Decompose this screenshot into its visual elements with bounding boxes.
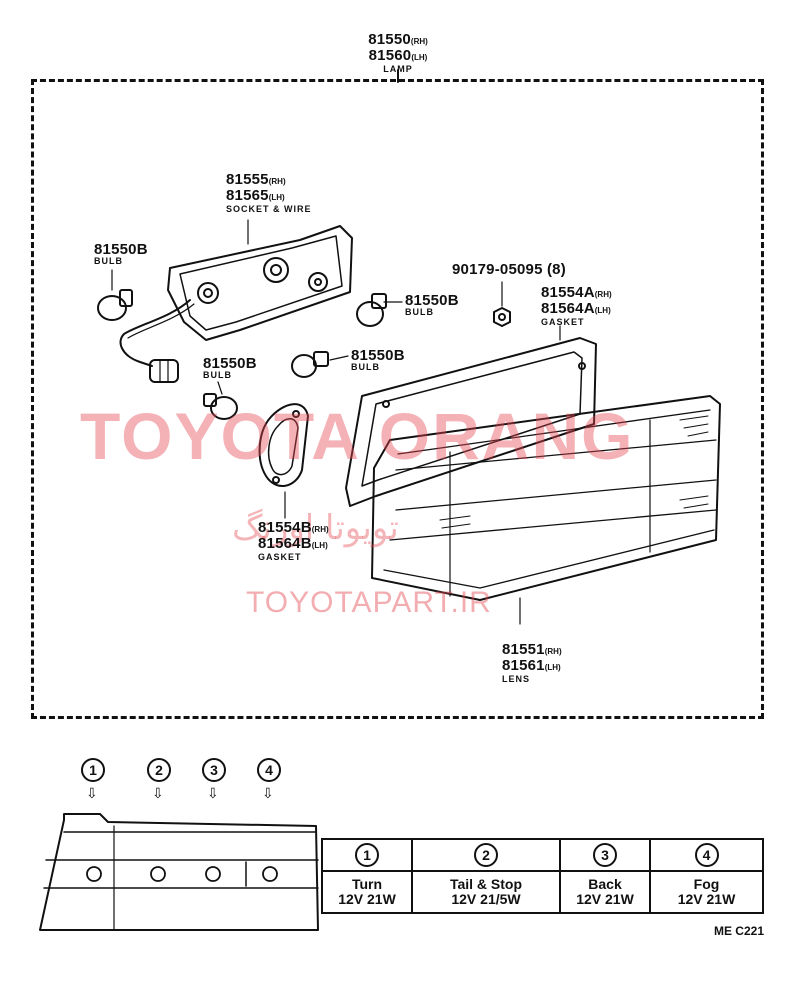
bulb-lower-left bbox=[203, 381, 238, 420]
socket-wire-label: 81555(RH) 81565(LH) SOCKET & WIRE bbox=[226, 171, 312, 214]
socket-wire-assembly bbox=[119, 219, 353, 383]
spec-cell-4: Fog 12V 21W bbox=[649, 870, 764, 914]
lamp-position-outline bbox=[39, 813, 319, 931]
gasket-b-label: 81554B(RH) 81564B(LH) GASKET bbox=[258, 519, 329, 562]
lens-label: 81551(RH) 81561(LH) LENS bbox=[502, 641, 562, 684]
spec-head-4: 4 bbox=[649, 838, 764, 872]
bulb-right-upper bbox=[356, 293, 403, 327]
figure-code: ME C221 bbox=[713, 924, 764, 938]
down-arrow-icon: ⇩ bbox=[262, 785, 274, 801]
gasket-a-label: 81554A(RH) 81564A(LH) GASKET bbox=[541, 284, 612, 327]
down-arrow-icon: ⇩ bbox=[207, 785, 219, 801]
spec-head-2: 2 bbox=[411, 838, 561, 872]
lens bbox=[371, 395, 721, 625]
bulb-spec-table: 1 2 3 4 Turn 12V 21W Tail & Stop 12V 21/… bbox=[321, 838, 764, 914]
watermark-persian: تویوتا اورنگ bbox=[232, 508, 399, 548]
watermark-url: TOYOTAPART.IR bbox=[246, 586, 492, 619]
spec-head-3: 3 bbox=[559, 838, 651, 872]
spec-cell-3: Back 12V 21W bbox=[559, 870, 651, 914]
lamp-label: 81550(RH) 81560(LH) LAMP bbox=[368, 31, 428, 74]
nut bbox=[493, 281, 511, 327]
position-marker-2: 2 bbox=[147, 758, 171, 782]
gasket-b bbox=[258, 403, 309, 519]
spec-cell-2: Tail & Stop 12V 21/5W bbox=[411, 870, 561, 914]
down-arrow-icon: ⇩ bbox=[152, 785, 164, 801]
spec-head-1: 1 bbox=[321, 838, 413, 872]
down-arrow-icon: ⇩ bbox=[86, 785, 98, 801]
position-marker-4: 4 bbox=[257, 758, 281, 782]
nut-label: 90179-05095 (8) bbox=[452, 261, 566, 278]
watermark-brand: TOYOTA ORANG bbox=[80, 399, 635, 473]
bulb-left-top bbox=[97, 269, 133, 321]
position-marker-3: 3 bbox=[202, 758, 226, 782]
lamp-position-sockets bbox=[86, 866, 278, 882]
position-marker-1: 1 bbox=[81, 758, 105, 782]
spec-cell-1: Turn 12V 21W bbox=[321, 870, 413, 914]
bulb-center bbox=[291, 351, 349, 378]
